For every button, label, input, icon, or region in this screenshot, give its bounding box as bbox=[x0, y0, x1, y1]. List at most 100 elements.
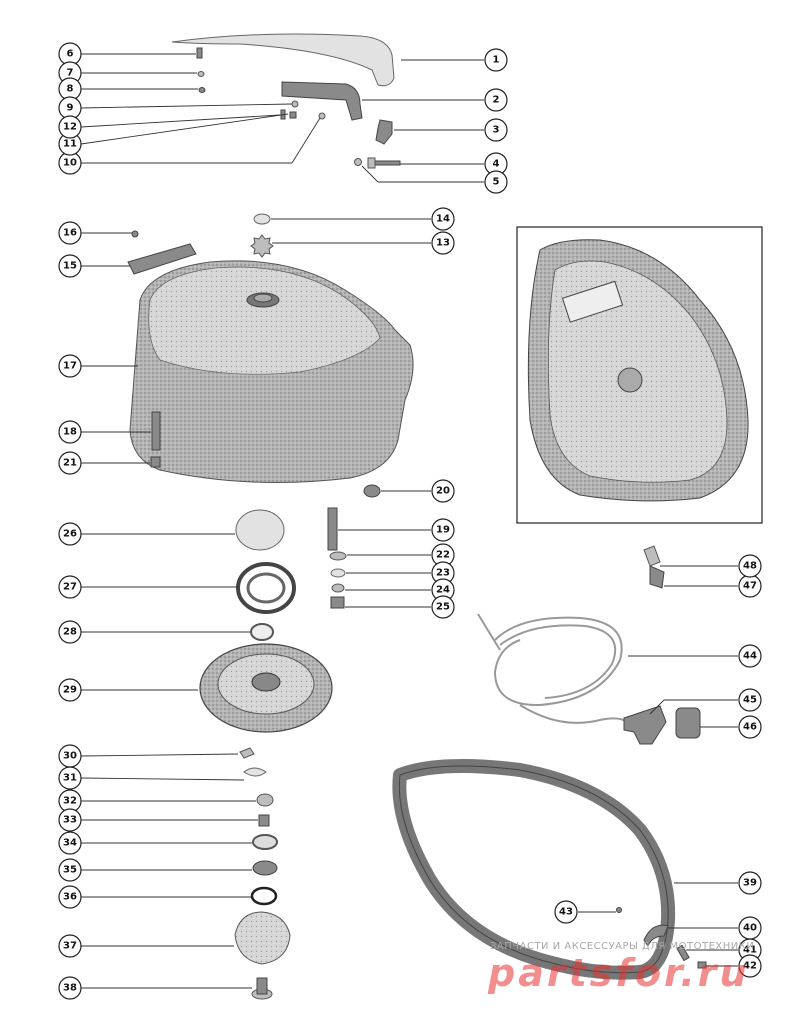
part-24-washer bbox=[331, 583, 345, 593]
part-8-nut bbox=[198, 87, 206, 93]
callout-41: 41 bbox=[738, 938, 762, 962]
svg-text:11: 11 bbox=[63, 139, 77, 150]
part-7-spring bbox=[197, 71, 205, 77]
leader-lines bbox=[80, 53, 738, 989]
part-30-pawl bbox=[239, 747, 255, 759]
part-21-nut bbox=[150, 456, 161, 468]
callout-37: 37 bbox=[58, 934, 82, 958]
callout-34: 34 bbox=[58, 831, 82, 855]
part-37-starter-cup bbox=[234, 911, 291, 965]
callout-29: 29 bbox=[58, 678, 82, 702]
callout-18: 18 bbox=[58, 420, 82, 444]
callout-5: 5 bbox=[484, 170, 508, 194]
svg-text:3: 3 bbox=[493, 125, 500, 136]
callout-17: 17 bbox=[58, 354, 82, 378]
part-19-stud bbox=[327, 507, 338, 551]
callout-40: 40 bbox=[738, 916, 762, 940]
svg-text:7: 7 bbox=[67, 68, 74, 79]
svg-text:34: 34 bbox=[63, 838, 77, 849]
callout-44: 44 bbox=[738, 644, 762, 668]
callout-21: 21 bbox=[58, 451, 82, 475]
svg-text:10: 10 bbox=[63, 158, 77, 169]
part-10-bushing bbox=[318, 112, 326, 120]
callout-35: 35 bbox=[58, 858, 82, 882]
callout-39: 39 bbox=[738, 871, 762, 895]
svg-text:45: 45 bbox=[743, 695, 757, 706]
watermark-tagline: ЗАПЧАСТИ И АКСЕССУАРЫ ДЛЯ МОТОТЕХНИКИ bbox=[490, 941, 755, 952]
svg-text:6: 6 bbox=[67, 49, 74, 60]
callout-27: 27 bbox=[58, 575, 82, 599]
svg-text:38: 38 bbox=[63, 983, 77, 994]
part-41-bolt bbox=[676, 944, 690, 962]
part-46-handle-insert bbox=[675, 707, 701, 739]
callout-28: 28 bbox=[58, 620, 82, 644]
callout-45: 45 bbox=[738, 688, 762, 712]
part-25-nut bbox=[330, 596, 345, 609]
svg-text:41: 41 bbox=[743, 945, 757, 956]
callout-12: 12 bbox=[58, 115, 82, 139]
svg-text:8: 8 bbox=[67, 84, 74, 95]
part-16-rivet bbox=[131, 230, 139, 238]
callout-36: 36 bbox=[58, 885, 82, 909]
part-34-washer bbox=[252, 834, 278, 850]
part-20-grommet bbox=[363, 484, 381, 498]
part-14-cap bbox=[253, 213, 271, 225]
part-48-screw bbox=[643, 545, 661, 567]
part-36-o-ring bbox=[250, 886, 278, 906]
callout-16: 16 bbox=[58, 221, 82, 245]
svg-text:12: 12 bbox=[63, 122, 77, 133]
part-15-plate bbox=[127, 243, 197, 275]
svg-text:40: 40 bbox=[743, 923, 757, 934]
svg-text:27: 27 bbox=[63, 582, 77, 593]
cowl-underside-view bbox=[516, 226, 763, 524]
callout-42: 42 bbox=[738, 954, 762, 978]
svg-text:14: 14 bbox=[436, 214, 450, 225]
callout-15: 15 bbox=[58, 254, 82, 278]
svg-text:23: 23 bbox=[436, 568, 450, 579]
svg-text:36: 36 bbox=[63, 892, 77, 903]
callout-14: 14 bbox=[431, 207, 455, 231]
part-28-ring bbox=[250, 623, 274, 641]
svg-text:30: 30 bbox=[63, 751, 77, 762]
part-23-washer bbox=[330, 568, 346, 578]
svg-text:19: 19 bbox=[436, 525, 450, 536]
part-44-cable bbox=[477, 613, 633, 731]
svg-text:18: 18 bbox=[63, 427, 77, 438]
callout-3: 3 bbox=[484, 118, 508, 142]
svg-text:5: 5 bbox=[493, 177, 500, 188]
svg-text:15: 15 bbox=[63, 261, 77, 272]
part-26-cover-plate bbox=[235, 509, 285, 551]
part-45-starter-handle bbox=[623, 705, 667, 745]
callout-26: 26 bbox=[58, 522, 82, 546]
callout-25: 25 bbox=[431, 595, 455, 619]
part-1-top-handle bbox=[171, 33, 395, 87]
svg-text:26: 26 bbox=[63, 529, 77, 540]
svg-text:31: 31 bbox=[63, 773, 77, 784]
svg-text:16: 16 bbox=[63, 228, 77, 239]
part-43-rivet bbox=[616, 907, 622, 913]
part-22-washer bbox=[329, 551, 347, 561]
svg-text:35: 35 bbox=[63, 865, 77, 876]
svg-text:37: 37 bbox=[63, 941, 77, 952]
svg-text:20: 20 bbox=[436, 486, 450, 497]
callout-31: 31 bbox=[58, 766, 82, 790]
part-13-star-washer bbox=[250, 234, 274, 258]
callout-38: 38 bbox=[58, 976, 82, 1000]
svg-text:4: 4 bbox=[493, 159, 500, 170]
callout-8: 8 bbox=[58, 77, 82, 101]
svg-text:42: 42 bbox=[743, 961, 757, 972]
callout-2: 2 bbox=[484, 88, 508, 112]
svg-text:22: 22 bbox=[436, 550, 450, 561]
svg-text:46: 46 bbox=[743, 722, 757, 733]
svg-text:2: 2 bbox=[493, 95, 500, 106]
part-47-bracket bbox=[649, 565, 665, 589]
part-11-clip bbox=[289, 111, 297, 119]
part-2-handle-grip bbox=[281, 81, 363, 121]
part-40-clip bbox=[643, 924, 669, 948]
svg-text:32: 32 bbox=[63, 796, 77, 807]
svg-text:21: 21 bbox=[63, 458, 77, 469]
svg-text:24: 24 bbox=[436, 585, 450, 596]
callout-33: 33 bbox=[58, 808, 82, 832]
callout-30: 30 bbox=[58, 744, 82, 768]
